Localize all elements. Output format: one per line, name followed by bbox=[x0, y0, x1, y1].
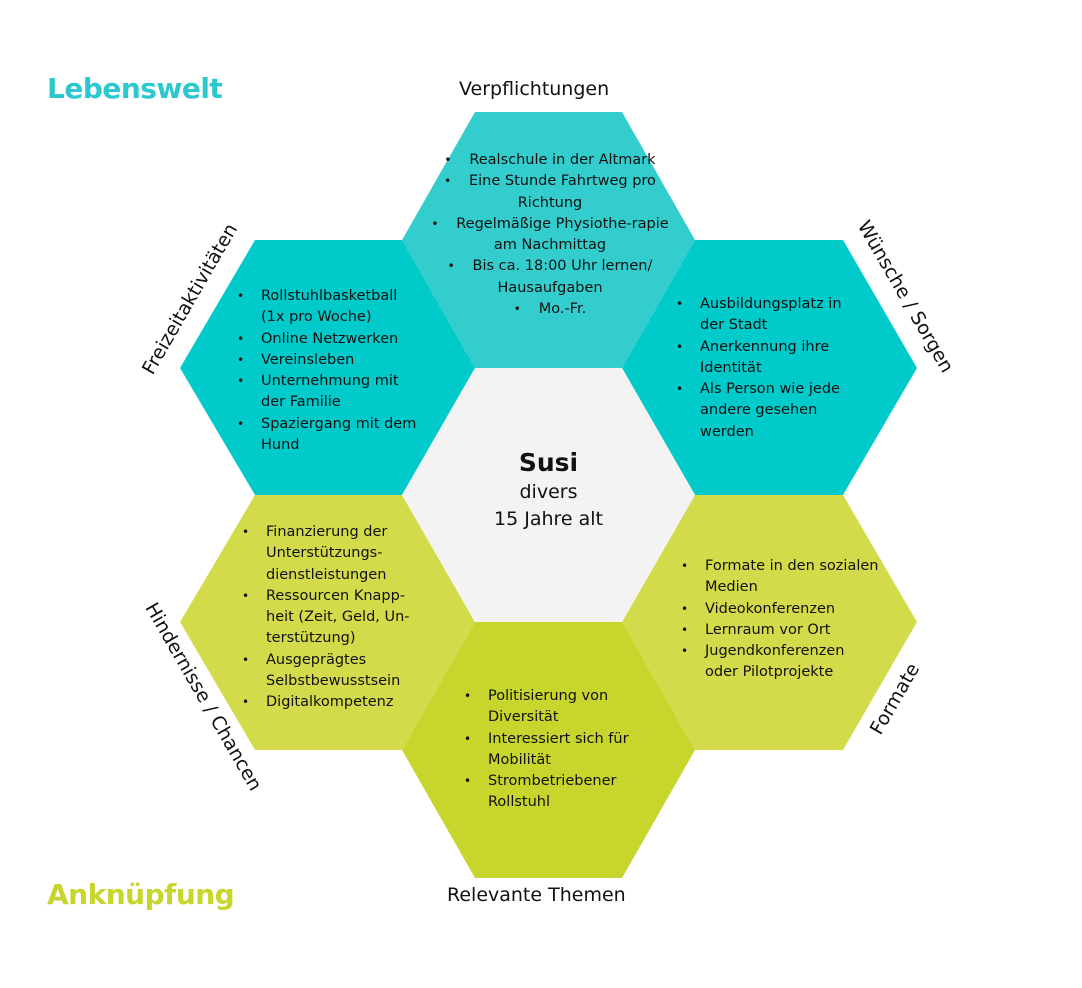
list-verpflichtungen: Realschule in der Altmark Eine Stunde Fa… bbox=[425, 150, 675, 320]
list-item: Videokonferenzen bbox=[679, 599, 879, 621]
list-item: Ausgeprägtes Selbstbewusstsein bbox=[240, 650, 430, 693]
list-item: Rollstuhlbasketball (1x pro Woche) bbox=[235, 286, 425, 329]
list-item: Politisierung von Diversität bbox=[462, 686, 662, 729]
list-item: Digitalkompetenz bbox=[240, 692, 430, 714]
persona-gender: divers bbox=[519, 481, 578, 503]
list-item: Als Person wie jede andere gesehen werde… bbox=[674, 379, 864, 443]
list-hindernisse: Finanzierung der Unterstützungs-dienstle… bbox=[240, 522, 430, 714]
label-relevante-themen: Relevante Themen bbox=[447, 884, 626, 906]
label-verpflichtungen: Verpflichtungen bbox=[459, 78, 610, 100]
persona-card: Susi divers 15 Jahre alt bbox=[402, 447, 695, 533]
list-item: Vereinsleben bbox=[235, 350, 425, 372]
hex-center bbox=[402, 368, 695, 622]
list-item: Ausbildungsplatz in der Stadt bbox=[674, 294, 864, 337]
list-item: Formate in den sozialen Medien bbox=[679, 556, 879, 599]
list-item: Eine Stunde Fahrtweg pro Richtung bbox=[425, 171, 675, 214]
list-themen: Politisierung von Diversität Interessier… bbox=[462, 686, 662, 814]
list-item: Finanzierung der Unterstützungs-dienstle… bbox=[240, 522, 430, 586]
persona-age: 15 Jahre alt bbox=[494, 508, 603, 530]
list-item: Anerkennung ihre Identität bbox=[674, 337, 864, 380]
list-item: Mo.-Fr. bbox=[425, 299, 675, 320]
list-item: Regelmäßige Physiothe-rapie am Nachmitta… bbox=[425, 214, 675, 257]
list-item: Strombetriebener Rollstuhl bbox=[462, 771, 662, 814]
list-wuensche: Ausbildungsplatz in der Stadt Anerkennun… bbox=[674, 294, 864, 443]
list-freizeit: Rollstuhlbasketball (1x pro Woche) Onlin… bbox=[235, 286, 425, 456]
list-item: Interessiert sich für Mobilität bbox=[462, 729, 662, 772]
title-anknuepfung: Anknüpfung bbox=[47, 878, 235, 911]
list-item: Online Netzwerken bbox=[235, 329, 425, 351]
list-item: Bis ca. 18:00 Uhr lernen/ Hausaufgaben bbox=[425, 256, 675, 299]
list-item: Realschule in der Altmark bbox=[425, 150, 675, 171]
list-item: Ressourcen Knapp-heit (Zeit, Geld, Un-te… bbox=[240, 586, 430, 650]
title-lebenswelt: Lebenswelt bbox=[47, 72, 223, 105]
list-formate: Formate in den sozialen Medien Videokonf… bbox=[679, 556, 879, 684]
persona-name: Susi bbox=[518, 448, 579, 477]
list-item: Jugendkonferenzen oder Pilotprojekte bbox=[679, 641, 879, 684]
list-item: Unternehmung mit der Familie bbox=[235, 371, 425, 414]
list-item: Lernraum vor Ort bbox=[679, 620, 879, 642]
list-item: Spaziergang mit dem Hund bbox=[235, 414, 425, 457]
